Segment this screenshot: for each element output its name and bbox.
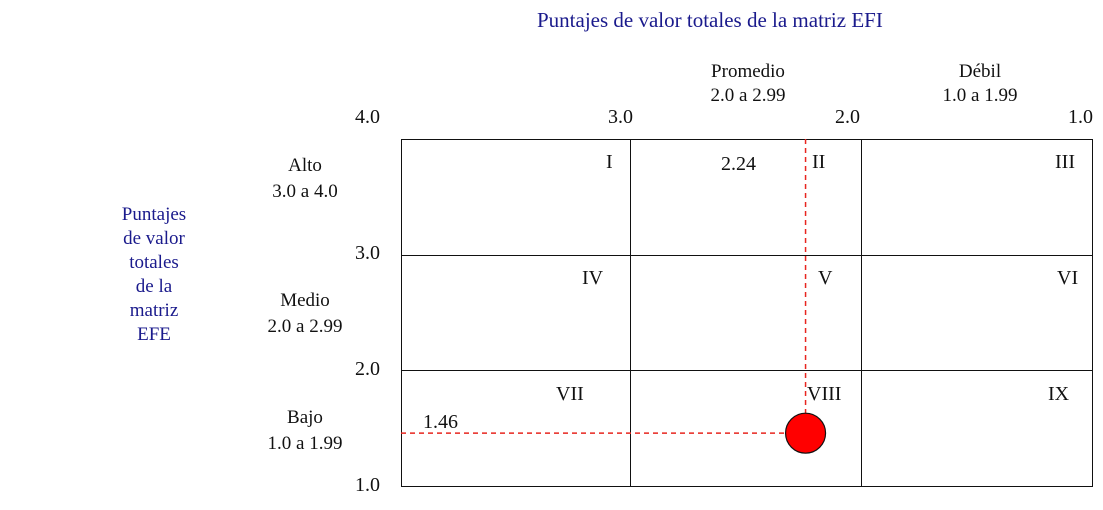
quadrant-label-iii: III (1055, 151, 1075, 173)
column-header-promedio: Promedio 2.0 a 2.99 (680, 60, 816, 108)
efe-axis-title-line: de la (135, 276, 173, 297)
quadrant-label-iv: IV (582, 267, 604, 289)
quadrant-label-ii: II (812, 151, 826, 173)
row-label-medio: Medio 2.0 a 2.99 (250, 288, 360, 340)
row-label-bajo: Bajo 1.0 a 1.99 (250, 405, 360, 457)
quadrant-label-v: V (818, 267, 833, 289)
efe-axis-title-line: Puntajes (121, 204, 187, 225)
column-range: 2.0 a 2.99 (710, 85, 786, 106)
grid-line-y-2 (401, 370, 1093, 371)
grid-frame (401, 139, 1093, 487)
position-overlay (401, 139, 827, 454)
quadrant-label-vi: VI (1057, 267, 1079, 289)
row-range: 2.0 a 2.99 (267, 316, 343, 337)
efe-axis-title-line: EFE (137, 324, 171, 345)
grid-line-y-3 (401, 255, 1093, 256)
quadrant-label-i: I (606, 151, 613, 173)
efe-axis-title-line: de valor (123, 228, 185, 249)
x-tick-3: 3.0 (608, 106, 633, 128)
x-tick-1: 1.0 (1068, 106, 1093, 128)
x-tick-2: 2.0 (835, 106, 860, 128)
efe-score-label: 1.46 (423, 411, 458, 433)
y-tick-1: 1.0 (355, 474, 380, 496)
efe-axis-title-line: totales (129, 252, 179, 273)
y-tick-2: 2.0 (355, 358, 380, 380)
ie-matrix-grid: I II III IV V VI VII VIII IX 2.24 1.46 (401, 139, 1093, 487)
efi-axis-title-text: Puntajes de valor totales de la matriz E… (537, 8, 883, 32)
efe-axis-title: Puntajes de valor totales de la matriz E… (94, 203, 214, 347)
row-label: Bajo (287, 407, 323, 428)
row-label: Medio (280, 290, 330, 311)
column-label: Promedio (711, 61, 785, 82)
column-label: Débil (958, 61, 1002, 82)
quadrant-label-ix: IX (1048, 383, 1070, 405)
efe-axis-title-line: matriz (129, 300, 179, 321)
y-tick-3: 3.0 (355, 242, 380, 264)
row-range: 1.0 a 1.99 (267, 433, 343, 454)
quadrant-label-vii: VII (556, 383, 584, 405)
row-label: Alto (288, 155, 322, 176)
column-header-debil: Débil 1.0 a 1.99 (912, 60, 1048, 108)
grid-line-x-3 (630, 139, 631, 487)
column-range: 1.0 a 1.99 (942, 85, 1018, 106)
row-range: 3.0 a 4.0 (272, 181, 338, 202)
grid-line-x-2 (861, 139, 862, 487)
quadrant-label-viii: VIII (807, 383, 842, 405)
y-tick-4: 4.0 (355, 106, 380, 128)
efi-score-label: 2.24 (721, 153, 756, 175)
company-position-marker (784, 412, 827, 454)
row-label-alto: Alto 3.0 a 4.0 (250, 153, 360, 205)
